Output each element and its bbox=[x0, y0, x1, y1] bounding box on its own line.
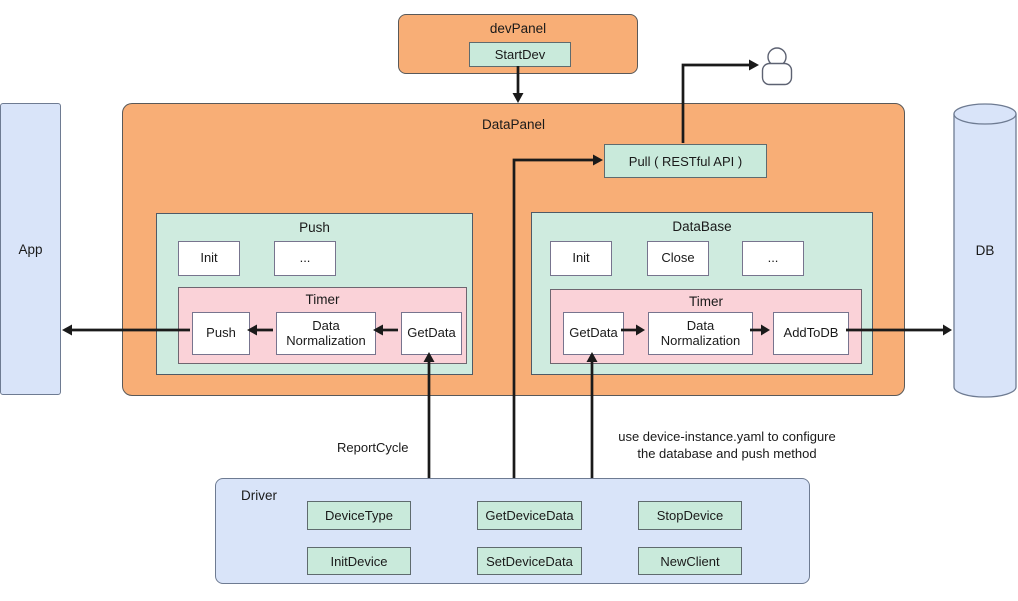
reportcycle-label: ReportCycle bbox=[337, 440, 409, 455]
push-group: Push Init ... Timer Push Data Normalizat… bbox=[156, 213, 473, 375]
config-note-line2: the database and push method bbox=[637, 446, 817, 461]
pull-restful-api-node: Pull ( RESTful API ) bbox=[604, 144, 767, 178]
datapanel-node: DataPanel Pull ( RESTful API ) Push Init… bbox=[122, 103, 905, 396]
devpanel-node: devPanel StartDev bbox=[398, 14, 638, 74]
database-close-box: Close bbox=[647, 241, 709, 276]
db-cylinder-icon bbox=[953, 103, 1017, 398]
driver-button-devicetype: DeviceType bbox=[307, 501, 411, 530]
push-timer-step-getdata: GetData bbox=[401, 312, 462, 355]
config-note-line1: use device-instance.yaml to configure bbox=[618, 429, 836, 444]
database-timer: Timer GetData Data Normalization AddToDB bbox=[550, 289, 862, 364]
devpanel-title: devPanel bbox=[489, 21, 547, 36]
driver-node: Driver DeviceType GetDeviceData StopDevi… bbox=[215, 478, 810, 584]
driver-button-getdevicedata: GetDeviceData bbox=[477, 501, 582, 530]
push-init-box: Init bbox=[178, 241, 240, 276]
app-label: App bbox=[18, 241, 43, 257]
push-timer-step-data-normalization: Data Normalization bbox=[276, 312, 376, 355]
datapanel-title: DataPanel bbox=[481, 117, 546, 132]
database-group: DataBase Init Close ... Timer GetData Da… bbox=[531, 212, 873, 375]
push-group-title: Push bbox=[299, 220, 330, 235]
app-node: App bbox=[0, 103, 61, 395]
database-timer-step-addtodb: AddToDB bbox=[773, 312, 849, 355]
driver-button-setdevicedata: SetDeviceData bbox=[477, 547, 582, 575]
database-timer-step-getdata: GetData bbox=[563, 312, 624, 355]
push-timer-step-push: Push bbox=[192, 312, 250, 355]
config-note: use device-instance.yaml to configure th… bbox=[598, 428, 856, 462]
person-icon bbox=[761, 47, 793, 86]
driver-button-stopdevice: StopDevice bbox=[638, 501, 742, 530]
driver-button-initdevice: InitDevice bbox=[307, 547, 411, 575]
database-group-title: DataBase bbox=[672, 219, 732, 234]
startdev-button: StartDev bbox=[469, 42, 571, 67]
push-timer-title: Timer bbox=[305, 292, 340, 307]
database-init-box: Init bbox=[550, 241, 612, 276]
db-label: DB bbox=[975, 243, 995, 258]
driver-title: Driver bbox=[241, 488, 277, 503]
database-more-box: ... bbox=[742, 241, 804, 276]
push-timer: Timer Push Data Normalization GetData bbox=[178, 287, 467, 364]
database-timer-title: Timer bbox=[689, 294, 723, 309]
driver-button-newclient: NewClient bbox=[638, 547, 742, 575]
database-timer-step-data-normalization: Data Normalization bbox=[648, 312, 753, 355]
push-more-box: ... bbox=[274, 241, 336, 276]
